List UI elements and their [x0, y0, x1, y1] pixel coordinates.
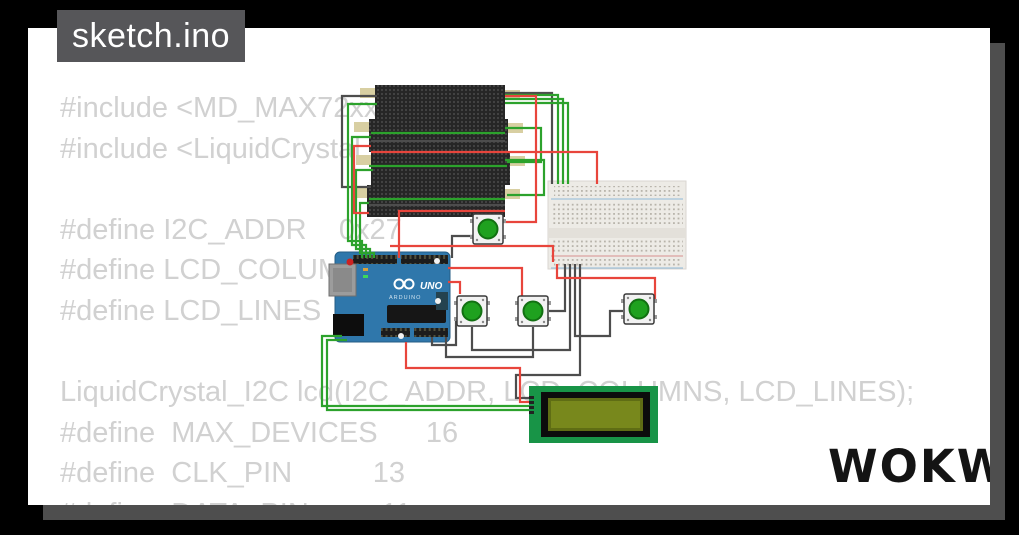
lcd1602[interactable]	[529, 386, 658, 443]
led-matrix-row-2[interactable]	[354, 119, 523, 152]
code-line: #define CLK_PIN 13	[60, 457, 405, 490]
arduino-brand-label: ARDUINO	[389, 295, 421, 301]
breadboard[interactable]	[547, 180, 687, 270]
pushbutton-2[interactable]	[454, 295, 490, 327]
reset-button[interactable]	[346, 258, 354, 266]
led-matrix-row-4[interactable]	[352, 185, 520, 217]
code-line: #define LCD_LINES 4	[60, 294, 362, 327]
code-line: #define MAX_DEVICES 16	[60, 416, 459, 449]
tab-sketch-ino[interactable]: sketch.ino	[57, 10, 245, 62]
arduino-uno[interactable]: UNO ARDUINO	[328, 251, 451, 343]
pushbutton-4[interactable]	[621, 293, 657, 325]
wokwi-logo: WOKWi	[828, 440, 990, 493]
code-line: #define DATA_PIN 11	[60, 494, 914, 505]
tab-label: sketch.ino	[71, 16, 231, 55]
led-matrix-chain[interactable]	[352, 85, 525, 217]
led-matrix-row-3[interactable]	[356, 152, 525, 185]
wires	[320, 91, 657, 412]
code-line: #define I2C_ADDR 0x27	[60, 213, 402, 246]
pushbutton-3[interactable]	[515, 295, 551, 327]
led-matrix-row-1[interactable]	[360, 85, 520, 119]
arduino-uno-label: UNO	[420, 281, 442, 292]
pushbutton-1[interactable]	[470, 213, 506, 245]
